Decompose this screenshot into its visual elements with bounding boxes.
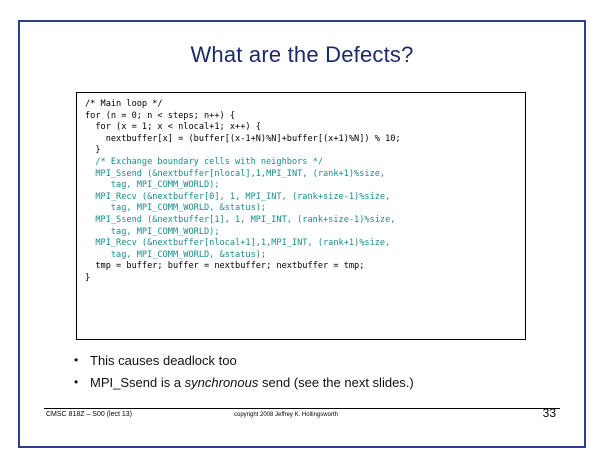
code-line: nextbuffer[x] = (buffer[(x-1+N)%N]+buffe… (85, 133, 401, 144)
bullet-marker: • (74, 353, 79, 367)
code-line: } (85, 145, 101, 156)
code-line: /* Exchange boundary cells with neighbor… (85, 156, 323, 167)
code-line: } (85, 272, 91, 283)
footer-copyright: copyright 2008 Jeffrey K. Hollingsworth (234, 412, 338, 418)
list-item-text-post: send (see the next slides.) (258, 375, 414, 390)
code-line: MPI_Recv (&nextbuffer[0], 1, MPI_INT, (r… (85, 191, 391, 202)
page-title: What are the Defects? (190, 42, 414, 67)
bullet-list: • This causes deadlock too • MPI_Ssend i… (74, 352, 554, 396)
code-line: MPI_Ssend (&nextbuffer[1], 1, MPI_INT, (… (85, 214, 396, 225)
list-item-text-pre: MPI_Ssend is a (90, 375, 185, 390)
code-line: tag, MPI_COMM_WORLD); (85, 180, 220, 191)
footer-course-label: CMSC 818Z – S00 (lect 13) (46, 411, 132, 418)
code-line: for (x = 1; x < nlocal+1; x++) { (85, 122, 261, 133)
code-line: tag, MPI_COMM_WORLD, &status); (85, 203, 267, 214)
bullet-marker: • (74, 375, 79, 389)
slide-content: What are the Defects? /* Main loop */ fo… (34, 34, 570, 436)
list-item: • MPI_Ssend is a synchronous send (see t… (74, 374, 554, 391)
list-item-label: MPI_Ssend is a synchronous send (see the… (90, 374, 414, 391)
code-line: for (n = 0; n < steps; n++) { (85, 110, 236, 121)
slide: What are the Defects? /* Main loop */ fo… (18, 20, 586, 448)
list-item: • This causes deadlock too (74, 352, 554, 369)
code-line: tmp = buffer; buffer = nextbuffer; nextb… (85, 261, 365, 272)
list-item-text-emphasis: synchronous (184, 375, 259, 390)
code-line: tag, MPI_COMM_WORLD); (85, 226, 220, 237)
code-line: tag, MPI_COMM_WORLD, &status); (85, 249, 267, 260)
code-line: MPI_Recv (&nextbuffer[nlocal+1],1,MPI_IN… (85, 238, 391, 249)
code-block: /* Main loop */ for (n = 0; n < steps; n… (76, 92, 526, 340)
code-line: /* Main loop */ (85, 99, 163, 109)
page-number: 33 (542, 406, 556, 420)
code-line: MPI_Ssend (&nextbuffer[nlocal],1,MPI_INT… (85, 168, 386, 179)
slide-footer: CMSC 818Z – S00 (lect 13) copyright 2008… (34, 406, 570, 430)
list-item-label: This causes deadlock too (90, 353, 237, 368)
footer-divider (44, 408, 560, 409)
